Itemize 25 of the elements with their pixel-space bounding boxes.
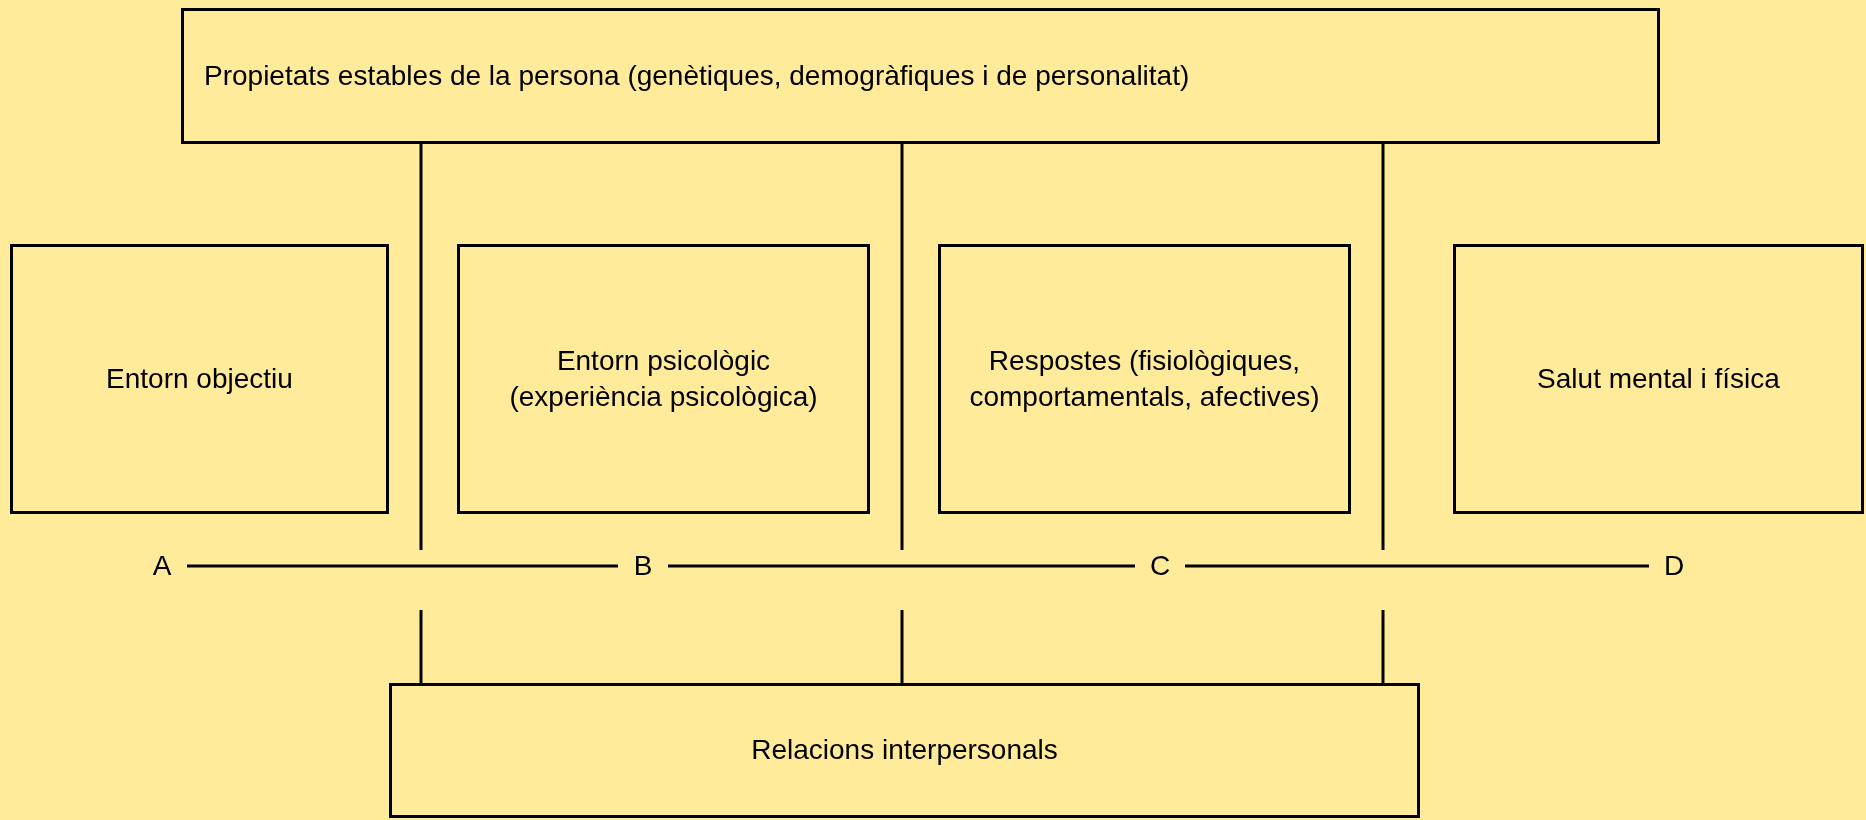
node-text: Respostes (fisiològiques, comportamentals, afectives)	[968, 343, 1321, 414]
text-box	[457, 244, 870, 514]
text-box	[10, 244, 389, 514]
connector-line	[419, 144, 423, 550]
connector-line	[187, 564, 618, 568]
connector-line	[1381, 610, 1385, 683]
node-text: Propietats estables de la persona (genètiques, demogràfiques i de personalitat)	[204, 59, 1190, 93]
node-text: Salut mental i física	[1537, 361, 1780, 396]
connector-line	[900, 144, 904, 550]
connector-line	[900, 610, 904, 683]
node-text: D	[1663, 549, 1685, 583]
node-text: Entorn objectiu	[106, 361, 293, 396]
connector-line	[668, 564, 1135, 568]
node-text: Relacions interpersonals	[751, 733, 1058, 768]
connector-line	[419, 610, 423, 683]
text-box	[389, 683, 1420, 818]
node-text: B	[633, 549, 653, 583]
text-box	[181, 8, 1660, 144]
text-box	[938, 244, 1351, 514]
node-text: A	[152, 549, 172, 583]
node-text: Entorn psicològic (experiència psicològica)	[508, 343, 819, 414]
connector-line	[1185, 564, 1649, 568]
connector-line	[1381, 144, 1385, 550]
text-box	[1453, 244, 1864, 514]
node-text: C	[1149, 549, 1171, 583]
